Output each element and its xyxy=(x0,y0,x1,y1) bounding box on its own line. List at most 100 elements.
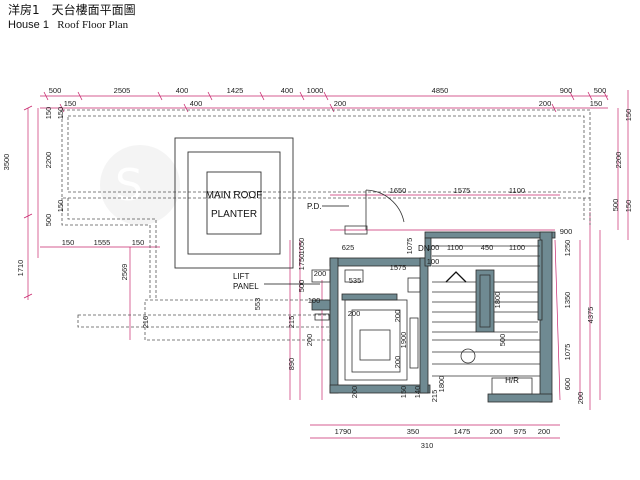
dim-text: 350 xyxy=(407,427,420,436)
dim-text: 625 xyxy=(342,243,355,252)
fixtures xyxy=(311,269,533,395)
dim-text: 1650 xyxy=(390,186,407,195)
svg-text:S: S xyxy=(115,160,143,211)
dim-text: 890 xyxy=(287,358,296,371)
dim-text: 100 xyxy=(427,243,440,252)
dim-text: 1100 xyxy=(509,186,525,195)
dim-text: 1250 xyxy=(563,240,572,257)
plan-title-english: House 1 Roof Floor Plan xyxy=(8,18,136,33)
dim-text: 150 xyxy=(132,238,145,247)
dim-text: 1800 xyxy=(493,292,502,309)
dim-text: 1475 xyxy=(454,427,471,436)
pd-label: P.D. xyxy=(307,202,322,211)
dim-text: 215 xyxy=(287,316,296,329)
dim-text: 1750 xyxy=(297,254,306,271)
dim-text: 4375 xyxy=(586,307,595,324)
plan-title-chinese: 洋房1 天台樓面平面圖 xyxy=(8,3,136,17)
plan-name: Roof Floor Plan xyxy=(57,19,129,31)
dim-text: 200 xyxy=(348,309,361,318)
hr-label: H/R xyxy=(505,376,519,385)
dim-text: 200 xyxy=(305,334,314,347)
dims-inner: 625 1050 1750 1075 100 1575 100 1100 450… xyxy=(141,238,525,403)
dims-bottom: 1790 350 1475 200 975 200 310 xyxy=(335,427,551,450)
planter-label-line2: PLANTER xyxy=(211,209,257,220)
dim-text: 150 xyxy=(64,99,77,108)
dim-text: 1710 xyxy=(16,260,25,277)
dim-text: 1100 xyxy=(509,243,525,252)
column-circle xyxy=(460,348,476,364)
dim-text: 150 xyxy=(62,238,75,247)
dim-text: 150 xyxy=(624,200,633,213)
dim-text: 1100 xyxy=(447,243,463,252)
dim-text: 200 xyxy=(314,269,327,278)
dim-text: 150 xyxy=(44,107,53,120)
dim-text: 500 xyxy=(44,214,53,227)
dim-text: 140 xyxy=(413,386,422,399)
dim-text: 210 xyxy=(141,316,150,329)
door-swing xyxy=(344,189,405,235)
dim-text: 200 xyxy=(539,99,552,108)
dims-right: 150 2200 150 500 1250 900 4375 1350 1075… xyxy=(560,109,633,405)
dim-text: 215 xyxy=(430,390,439,403)
dim-text: 500 xyxy=(594,86,607,95)
stair-treads xyxy=(432,245,540,377)
dim-text: 150 xyxy=(56,107,65,120)
dim-text: 400 xyxy=(281,86,294,95)
dim-text: 1790 xyxy=(335,427,352,436)
dim-text: 1050 xyxy=(297,238,306,255)
dims-left-inner: 150 2200 500 150 150 xyxy=(44,107,65,227)
lift-label-line1: LIFT xyxy=(233,272,250,281)
dim-text: 1000 xyxy=(307,86,324,95)
dim-text: 553 xyxy=(253,298,262,311)
dim-text: 150 xyxy=(56,200,65,213)
dim-text: 200 xyxy=(393,310,402,323)
roof-parapet xyxy=(61,109,591,300)
dim-text: 1575 xyxy=(390,263,407,272)
dims-top-outer: 500 2505 400 1425 400 1000 4850 900 500 xyxy=(49,86,607,95)
dim-text: 4850 xyxy=(432,86,449,95)
stair-core-walls xyxy=(311,231,556,403)
watermark-logo: S xyxy=(100,145,180,225)
dims-left-outer: 3500 1710 xyxy=(2,154,25,277)
dim-text: 1575 xyxy=(454,186,471,195)
dim-text: 150 xyxy=(399,386,408,399)
dim-text: 2505 xyxy=(114,86,131,95)
dim-text: 1900 xyxy=(399,332,408,349)
lift-label-line2: PANEL xyxy=(233,282,259,291)
dim-text: 200 xyxy=(576,392,585,405)
dim-text: 100 xyxy=(427,257,440,266)
lift-shaft xyxy=(344,274,491,381)
dim-text: 200 xyxy=(393,356,402,369)
dim-text: 2200 xyxy=(44,152,53,169)
dim-text: 1425 xyxy=(227,86,244,95)
dims-top-inner: 150 400 200 200 150 xyxy=(64,99,603,108)
main-roof-planter xyxy=(174,137,294,269)
dim-text: 150 xyxy=(624,109,633,122)
dim-text: 600 xyxy=(563,378,572,391)
dim-text: 3500 xyxy=(2,154,11,171)
dim-text: 900 xyxy=(560,227,573,236)
dim-text: 200 xyxy=(334,99,347,108)
dim-text: 1075 xyxy=(563,344,572,361)
dim-text: 200 xyxy=(350,386,359,399)
dim-text: 1555 xyxy=(94,238,111,247)
dim-text: 1800 xyxy=(437,376,446,393)
dims-mid-top: 1650 1575 1100 xyxy=(390,186,525,195)
dim-text: 400 xyxy=(176,86,189,95)
dim-text: 500 xyxy=(49,86,62,95)
dim-text: 900 xyxy=(560,86,573,95)
dimension-ticks xyxy=(23,91,609,299)
planter-label-line1: MAIN ROOF xyxy=(206,190,263,201)
house-label: House 1 xyxy=(8,19,49,31)
dim-text: 535 xyxy=(349,276,362,285)
dim-text: 500 xyxy=(611,199,620,212)
dn-label: DN xyxy=(418,244,430,253)
dim-text: 450 xyxy=(481,243,494,252)
dim-text: 2569 xyxy=(120,264,129,281)
dim-text: 400 xyxy=(190,99,203,108)
dims-left-mid: 150 1555 150 2569 xyxy=(62,238,145,280)
dim-text: 310 xyxy=(421,441,434,450)
dim-text: 500 xyxy=(297,280,306,293)
dim-text: 1075 xyxy=(405,238,414,255)
